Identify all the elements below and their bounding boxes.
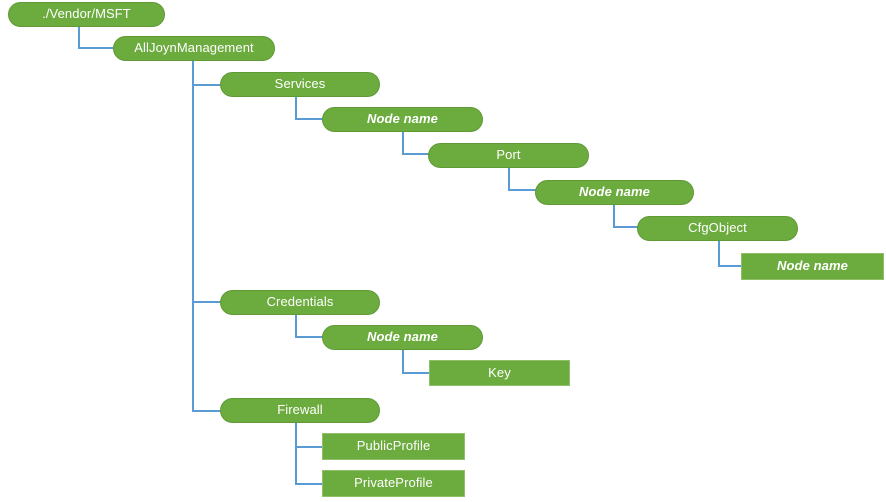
connector-portnode-horizontal xyxy=(613,226,638,228)
connector-servicesnode-vertical xyxy=(402,132,404,154)
node-cfgobject[interactable]: CfgObject xyxy=(637,216,798,241)
connector-alljoyn-trunk xyxy=(192,60,194,411)
node-cfgobject-node-name[interactable]: Node name xyxy=(741,253,884,280)
connector-firewall-vertical xyxy=(295,423,297,484)
node-services[interactable]: Services xyxy=(220,72,380,97)
node-root[interactable]: ./Vendor/MSFT xyxy=(8,2,165,27)
node-key[interactable]: Key xyxy=(429,360,570,386)
connector-portnode-vertical xyxy=(613,205,615,227)
node-alljoynmanagement[interactable]: AllJoynManagement xyxy=(113,36,275,61)
connector-servicesnode-horizontal xyxy=(402,153,429,155)
connector-credentials-horizontal xyxy=(295,336,323,338)
connector-services-vertical xyxy=(295,97,297,119)
connector-publicprofile-horizontal xyxy=(295,446,323,448)
node-credentials[interactable]: Credentials xyxy=(220,290,380,315)
connector-privateprofile-horizontal xyxy=(295,483,323,485)
connector-port-horizontal xyxy=(508,189,536,191)
connector-services-horizontal xyxy=(295,118,323,120)
node-port-node-name[interactable]: Node name xyxy=(535,180,694,205)
connector-cfgobject-horizontal xyxy=(718,265,742,267)
node-firewall[interactable]: Firewall xyxy=(220,398,380,423)
connector-root-horizontal xyxy=(78,47,114,49)
connector-port-vertical xyxy=(508,168,510,190)
node-port[interactable]: Port xyxy=(428,143,589,168)
connector-credentialsnode-horizontal xyxy=(402,372,430,374)
node-services-node-name[interactable]: Node name xyxy=(322,107,483,132)
node-privateprofile[interactable]: PrivateProfile xyxy=(322,470,465,497)
connector-credentialsnode-vertical xyxy=(402,350,404,373)
connector-root-vertical xyxy=(78,25,80,48)
connector-credentials-vertical xyxy=(295,314,297,337)
node-publicprofile[interactable]: PublicProfile xyxy=(322,433,465,460)
node-credentials-node-name[interactable]: Node name xyxy=(322,325,483,350)
connector-firewall-branch xyxy=(192,410,221,412)
connector-credentials-branch xyxy=(192,301,221,303)
connector-cfgobject-vertical xyxy=(718,241,720,266)
connector-services-branch xyxy=(192,84,221,86)
